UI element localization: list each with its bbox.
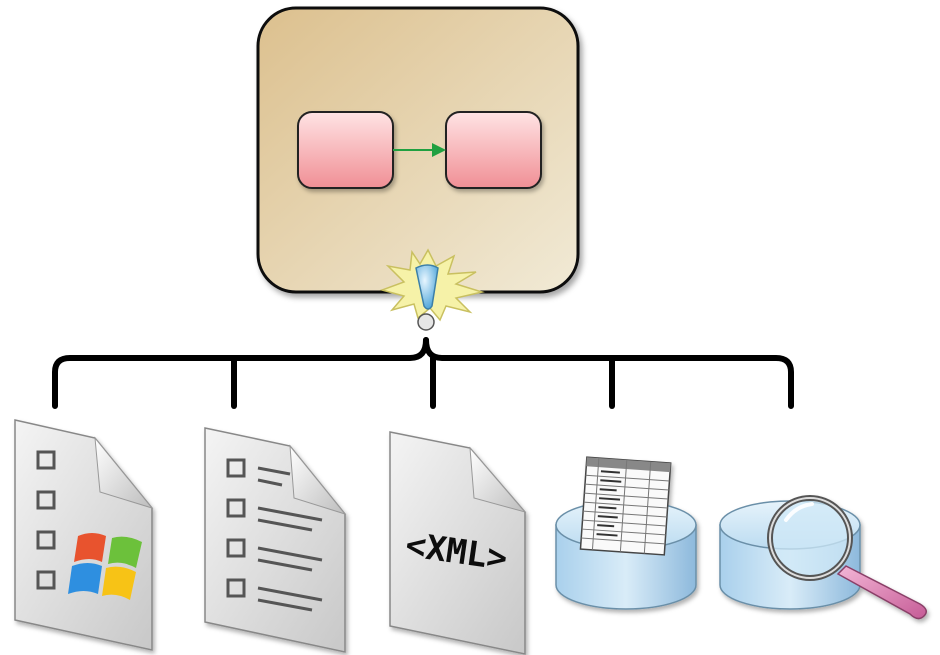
exclamation-burst-icon [379,248,485,331]
workflow-step-1 [297,111,394,189]
database-search-icon [719,495,927,620]
checklist-document-icon [204,427,347,653]
xml-document-icon: <XML> [389,431,527,655]
magnifier-icon [767,495,927,620]
database-table-icon [555,456,697,610]
workflow-arrow [393,143,446,157]
connector-bracket [52,337,794,409]
windows-checklist-document-icon [14,419,154,651]
workflow-step-2 [445,111,542,189]
